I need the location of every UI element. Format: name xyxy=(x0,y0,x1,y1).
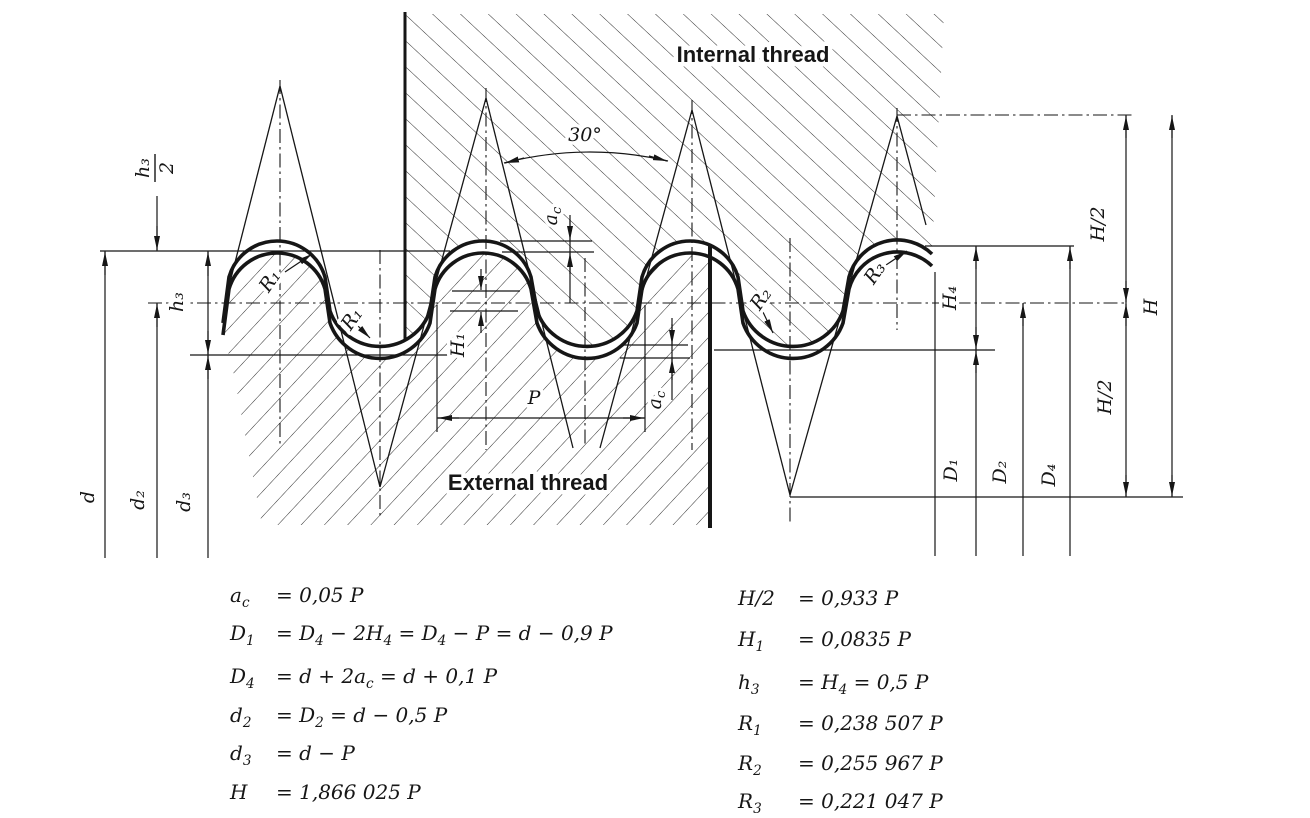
internal-thread-label: Internal thread xyxy=(677,42,830,67)
external-thread-label: External thread xyxy=(448,470,608,495)
label-H-half-top: H/2 xyxy=(1087,206,1109,242)
label-D1: D₁ xyxy=(940,459,962,483)
label-D4: D₄ xyxy=(1038,464,1060,488)
label-h3-half-fraction: h₃ 2 xyxy=(132,154,178,182)
section-boundary-lines xyxy=(403,12,712,528)
label-R3: R₃ xyxy=(859,258,890,289)
label-ac-top: ac xyxy=(540,206,565,225)
label-H: H xyxy=(1140,298,1162,316)
label-d3: d₃ xyxy=(173,492,195,512)
label-d: d xyxy=(77,491,99,503)
label-H4: H₄ xyxy=(939,286,961,311)
label-H1: H₁ xyxy=(447,333,469,358)
pitch-p-label: P xyxy=(527,387,542,409)
label-D2: D₂ xyxy=(989,461,1011,485)
label-ac-bottom: ac xyxy=(644,390,669,409)
internal-profile-curve xyxy=(221,238,934,349)
dimension-arrows xyxy=(102,116,1175,496)
label-H-half-bottom: H/2 xyxy=(1094,379,1116,415)
svg-text:2: 2 xyxy=(156,162,178,175)
svg-text:h₃: h₃ xyxy=(132,158,154,178)
thread-profile-curves xyxy=(221,238,934,361)
internal-thread-hatch-region xyxy=(405,14,944,347)
label-d2: d₂ xyxy=(127,490,149,510)
label-h3: h₃ xyxy=(166,292,188,312)
angle-30-label: 30° xyxy=(568,124,602,146)
centerlines xyxy=(148,80,1133,522)
dimension-lines xyxy=(100,115,1183,558)
external-thread-hatch-region xyxy=(223,251,710,525)
external-profile-curve xyxy=(221,250,934,361)
